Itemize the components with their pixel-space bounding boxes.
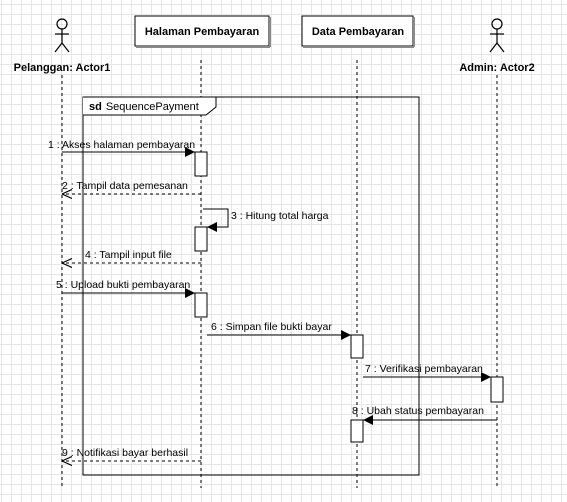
sd-frame[interactable]: sd SequencePayment: [82, 96, 420, 476]
actor-label-pelanggan: Pelanggan: Actor1: [14, 62, 111, 74]
message-label-8[interactable]: 8 : Ubah status pembayaran: [352, 405, 484, 417]
message-label-9[interactable]: 9 : Notifikasi bayar berhasil: [62, 447, 188, 459]
activation-data-1: [350, 334, 364, 359]
object-label-data: Data Pembayaran: [312, 26, 405, 38]
message-label-4[interactable]: 4 : Tampil input file: [85, 249, 172, 261]
stick-figure-icon: [489, 18, 505, 53]
activation-halaman-3: [194, 292, 208, 318]
object-data-pembayaran[interactable]: Data Pembayaran: [301, 15, 415, 48]
frame-name: SequencePayment: [106, 101, 199, 113]
message-label-7[interactable]: 7 : Verifikasi pembayaran: [365, 363, 483, 375]
message-label-2[interactable]: 2 : Tampil data pemesanan: [62, 180, 188, 192]
activation-bars: [194, 151, 504, 443]
activation-data-2: [350, 419, 364, 443]
message-label-3[interactable]: 3 : Hitung total harga: [231, 210, 329, 222]
message-label-5[interactable]: 5 : Upload bukti pembayaran: [56, 279, 190, 291]
message-label-1[interactable]: 1 : Akses halaman pembayaran: [48, 139, 195, 151]
message-labels: 1 : Akses halaman pembayaran 2 : Tampil …: [48, 139, 484, 459]
messages: [62, 147, 497, 461]
stick-figure-icon: [54, 18, 70, 53]
activation-admin-1: [490, 376, 504, 403]
message-label-6[interactable]: 6 : Simpan file bukti bayar: [211, 321, 332, 333]
actor-pelanggan[interactable]: Pelanggan: Actor1: [14, 18, 111, 74]
frame-keyword: sd: [89, 101, 102, 113]
activation-halaman-2: [194, 226, 208, 252]
actor-admin[interactable]: Admin: Actor2: [459, 18, 535, 74]
lifelines: [61, 60, 498, 488]
message-arrow-3: [203, 208, 229, 232]
object-halaman-pembayaran[interactable]: Halaman Pembayaran: [134, 15, 271, 48]
actor-label-admin: Admin: Actor2: [459, 62, 534, 74]
activation-halaman-1: [194, 151, 208, 177]
object-label-halaman: Halaman Pembayaran: [145, 26, 260, 38]
